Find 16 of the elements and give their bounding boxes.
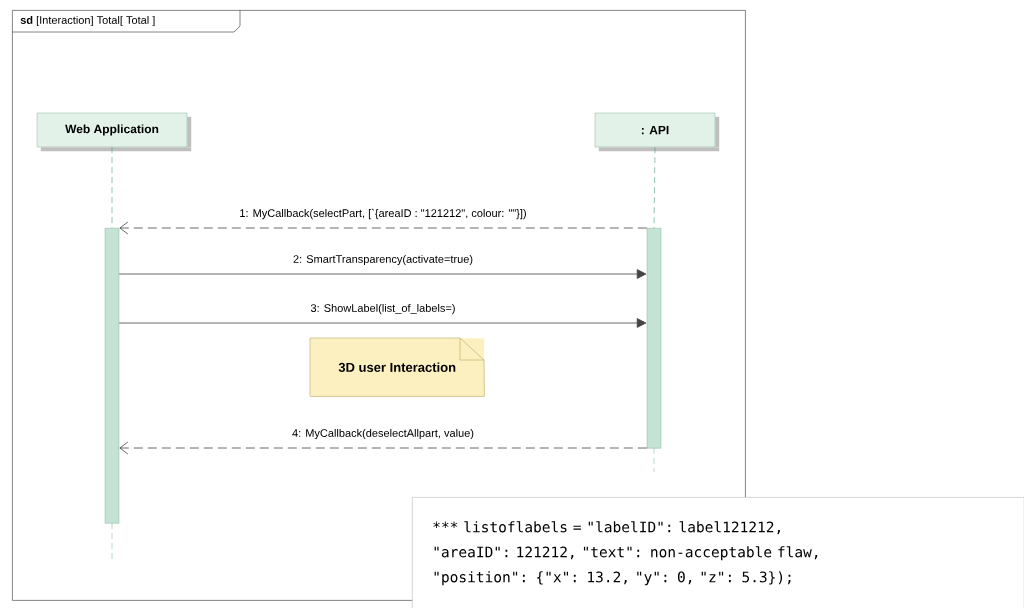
lifeline-head: Web Application [36,112,192,152]
message-arrow [118,318,647,328]
activation-bar [646,228,662,449]
message-label: 2: SmartTransparency(activate=true) [292,253,475,267]
message-label: 1: MyCallback(selectPart, [`{areaID : "121212", colour: ""}]) [238,207,528,221]
message-arrow [119,441,648,455]
message-label: 3: ShowLabel(list_of_labels=) [309,302,457,316]
message-arrow [119,221,648,235]
note: 3D user Interaction [309,337,485,397]
lifeline [111,146,113,229]
message-label: 4: MyCallback(deselectAllpart, value) [291,427,475,441]
activation-bar [104,228,120,524]
lifeline [653,146,656,229]
code-box: *** listoflabels = "labelID": label121212, "areaID": 121212, "text": non-acceptable flaw, "position": {"x": 13.2, "y": 0, "z": 5.3}); [412,497,1024,608]
message-arrow [118,269,647,279]
lifeline-head: : API [594,112,720,152]
